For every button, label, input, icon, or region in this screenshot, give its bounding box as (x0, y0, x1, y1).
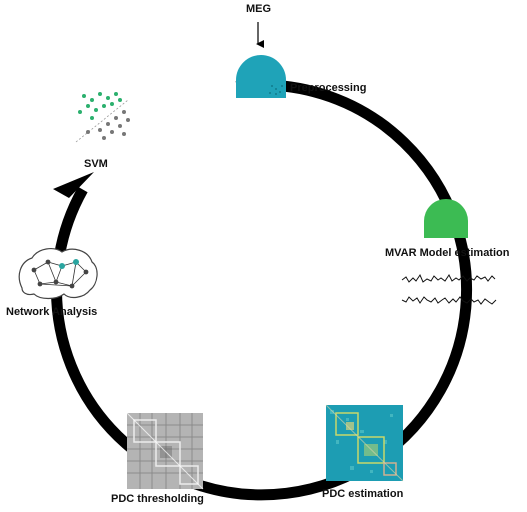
cycle-arrowhead (53, 172, 94, 198)
input-label: MEG (246, 3, 272, 15)
pdc-estimation-label: PDC estimation (322, 488, 404, 500)
svm-label: SVM (84, 158, 108, 170)
preprocessing-label: Preprocessing (290, 82, 367, 94)
mvar-label: MVAR Model estimation (385, 247, 510, 259)
network-analysis-label: Network Analysis (6, 306, 98, 318)
pdc-thresholding-label: PDC thresholding (111, 493, 204, 505)
